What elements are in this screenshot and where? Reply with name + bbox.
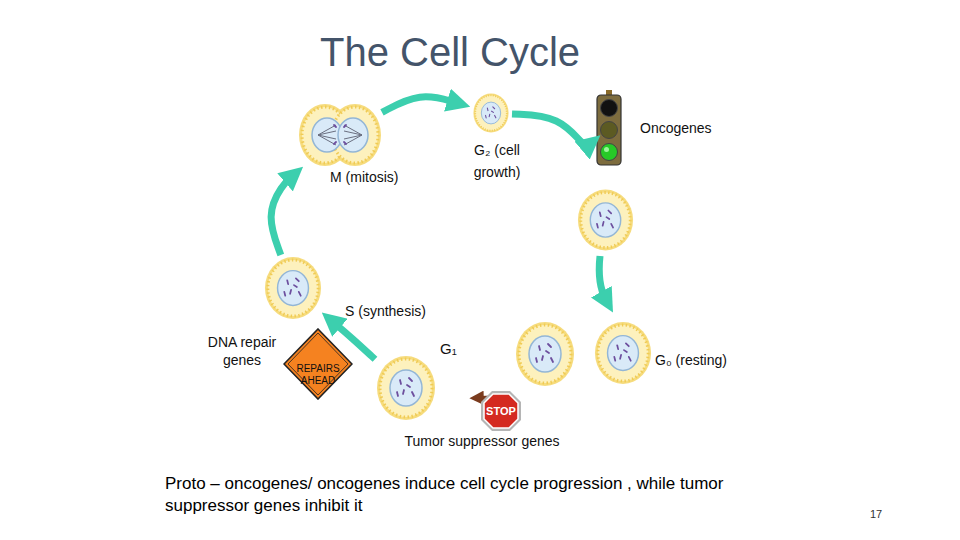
growth-cell: G₂ (cell growth): [470, 93, 512, 133]
repair-sign-symbol: [284, 329, 352, 399]
sign-text: STOP: [480, 404, 522, 418]
phase-label: G₂ (cell growth): [450, 139, 544, 183]
cycle-arrow: [271, 176, 292, 255]
traffic-light: Oncogenes: [596, 90, 622, 166]
cell-illustration: [516, 322, 574, 386]
stop-sign-symbol: [481, 391, 521, 431]
resting-cell-shape: [594, 320, 652, 386]
cycle-arrow: [599, 256, 606, 300]
growth-cell-symbol: [473, 94, 508, 133]
mitosis-cell-shape: [298, 103, 382, 167]
cycle-arrow: [512, 114, 589, 146]
gene-label: DNA repair genes: [203, 333, 281, 369]
resting-cell: G₀ (resting): [594, 320, 652, 386]
mitosis-cell: M (mitosis): [298, 103, 382, 167]
stop-sign: STOPTumor suppressor genes: [480, 390, 522, 432]
growth-cell-shape: [470, 93, 512, 133]
synthesis-cell-shape: [264, 255, 322, 321]
cell-illustration: [578, 190, 633, 251]
caption: Proto – oncogenes/ oncogenes induce cell…: [165, 473, 785, 517]
gene-label: Oncogenes: [640, 119, 750, 137]
gene-label: Tumor suppressor genes: [392, 432, 572, 450]
page-number: 17: [870, 507, 900, 521]
g1-cell-symbol: [377, 356, 435, 420]
synthesis-cell-symbol: [265, 257, 321, 319]
sign-text: REPAIRS AHEAD: [289, 363, 347, 387]
traffic-light-symbol: [597, 90, 621, 165]
g1-cell-shape: [375, 355, 437, 421]
resting-cell-symbol: [595, 322, 651, 384]
synthesis-cell: S (synthesis): [264, 255, 322, 321]
phase-label: S (synthesis): [345, 302, 465, 320]
phase-label: G₀ (resting): [655, 351, 775, 369]
repair-sign: DNA repair genesREPAIRS AHEAD: [283, 328, 353, 400]
g1-cell: G₁: [375, 355, 437, 421]
phase-label: M (mitosis): [330, 168, 450, 186]
traffic-light-shape: [596, 90, 622, 166]
cycle-arrow: [382, 97, 457, 113]
mitosis-cell-symbol: [299, 104, 381, 166]
slide-title: The Cell Cycle: [250, 28, 650, 76]
phase-label: G₁: [440, 340, 480, 358]
